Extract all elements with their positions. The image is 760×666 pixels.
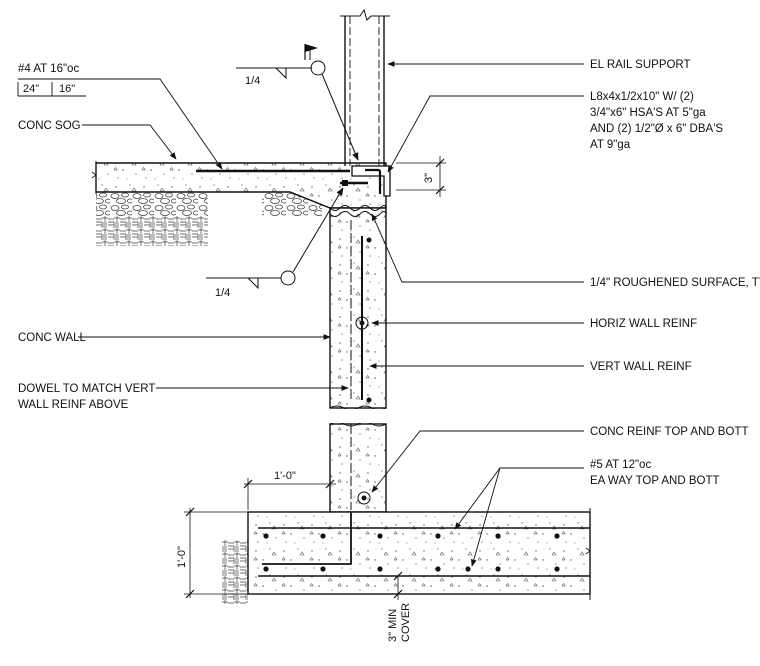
vert-wall-reinf-label: VERT WALL REINF <box>590 361 692 373</box>
dimension-1ft-horizontal <box>243 478 336 510</box>
steel-angle <box>340 165 391 197</box>
concrete-footing <box>247 508 591 600</box>
soil-hatching <box>96 214 248 604</box>
bar5-label-line2: EA WAY TOP AND BOTT <box>590 475 720 487</box>
conc-wall-label: CONC WALL <box>18 332 87 344</box>
leaders-left <box>17 78 349 391</box>
dim-3-label: 3" <box>423 173 435 183</box>
annotation-text: #4 AT 16"oc 24" 16" CONC SOG CONC WALL D… <box>18 59 760 642</box>
angle-label-line4: AT 9"ga <box>590 139 631 151</box>
leaders-right <box>369 61 584 567</box>
horiz-wall-reinf-label: HORIZ WALL REINF <box>590 318 697 330</box>
dowel-label-line2: WALL REINF ABOVE <box>18 399 129 411</box>
angle-label-line3: AND (2) 1/2"Ø x 6" DBA'S <box>590 123 723 135</box>
dimension-3in <box>396 156 446 197</box>
el-rail-support-label: EL RAIL SUPPORT <box>590 59 691 71</box>
cover-label-line2: COVER <box>400 603 412 642</box>
weld-size-bottom: 1/4 <box>215 287 230 299</box>
cover-label-line1: 3" MIN <box>387 609 399 642</box>
rebar-spec-label: #4 AT 16"oc <box>18 63 79 75</box>
dim-24-label: 24" <box>23 83 39 95</box>
angle-label-line1: L8x4x1/2x10" W/ (2) <box>590 91 694 103</box>
weld-symbol-bottom <box>206 187 344 290</box>
dim-1ft-vertical-label: 1'-0" <box>176 546 188 568</box>
dimension-1ft-vertical <box>184 507 248 599</box>
dowel-label-line1: DOWEL TO MATCH VERT <box>18 383 155 395</box>
rebar-dots <box>263 237 560 572</box>
bar5-label-line1: #5 AT 12"oc <box>590 459 651 471</box>
concrete-wall <box>329 205 387 513</box>
weld-symbol-top <box>236 44 359 161</box>
conc-reinf-label: CONC REINF TOP AND BOTT <box>590 426 748 438</box>
dimension-cover <box>392 571 404 600</box>
roughened-surface-label: 1/4" ROUGHENED SURFACE, TYP <box>590 277 760 289</box>
dim-16-label: 16" <box>59 83 75 95</box>
angle-label-line2: 3/4"x6" HSA'S AT 5"ga <box>590 107 706 119</box>
steel-column <box>340 8 390 166</box>
dim-1ft-horizontal-label: 1'-0" <box>274 470 296 482</box>
weld-size-top: 1/4 <box>245 75 260 87</box>
gravel-base <box>96 192 322 216</box>
conc-sog-label: CONC SOG <box>18 120 81 132</box>
